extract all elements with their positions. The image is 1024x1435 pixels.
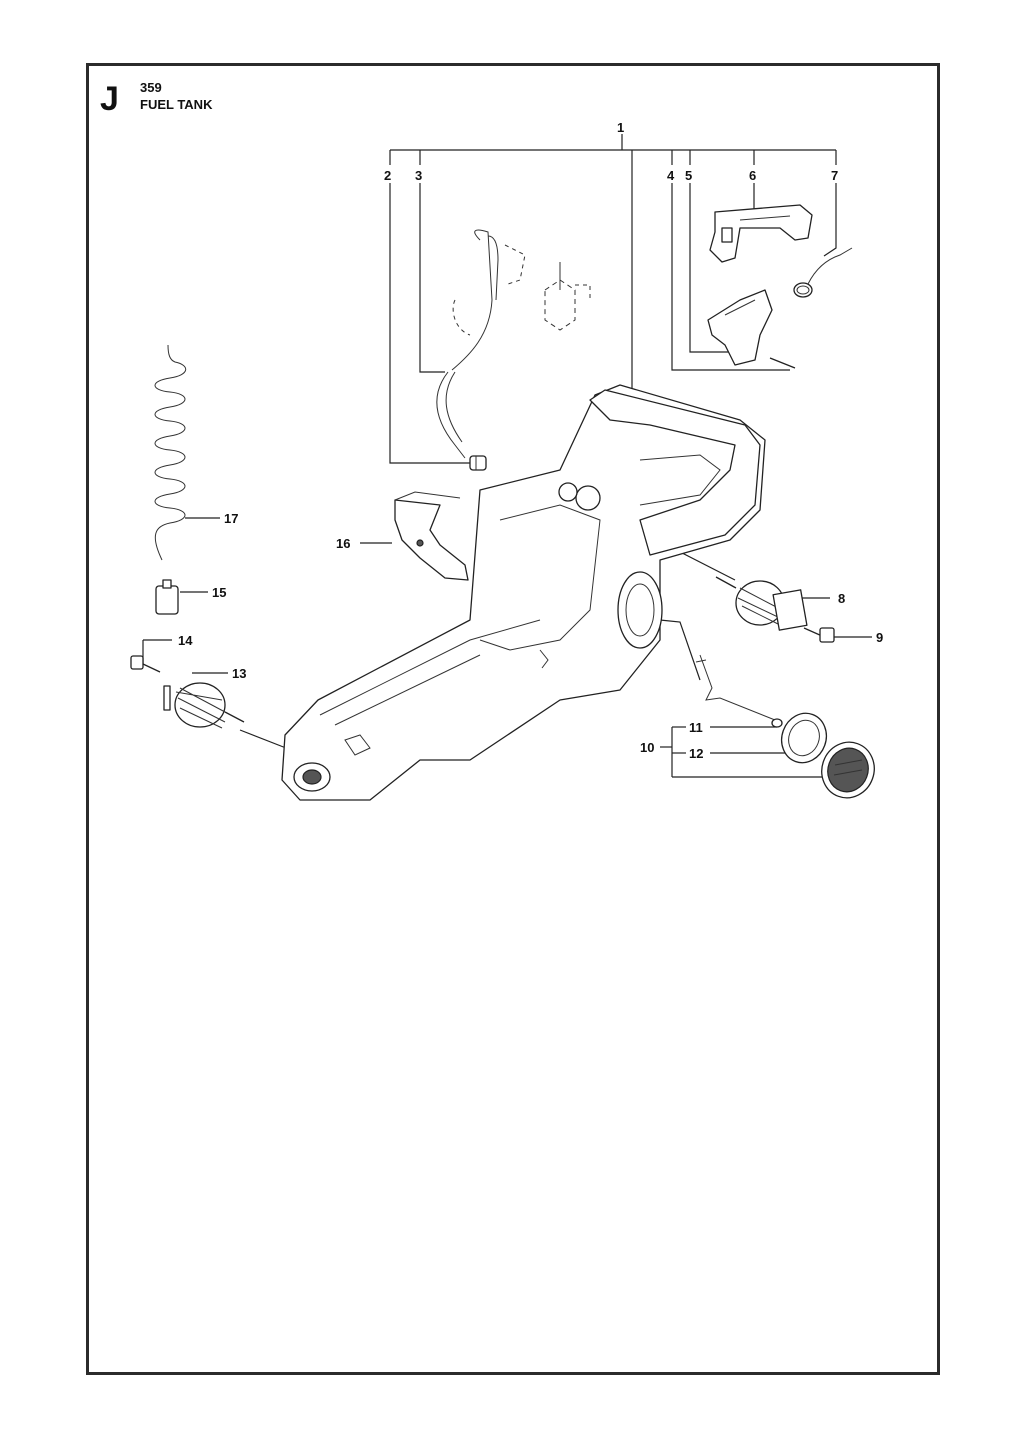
pickup-part-11 [695,654,783,728]
callout-3: 3 [415,168,422,183]
callout-15: 15 [212,585,226,600]
callout-6: 6 [749,168,756,183]
fuel-filter-part-15 [155,579,179,615]
screw-part-14 [130,655,161,673]
screw-part-9 [803,627,835,643]
section-letter: J [100,80,119,118]
hose-fitting-part-2 [469,455,487,471]
section-title: FUEL TANK [140,97,213,112]
callout-11: 11 [689,720,703,735]
callout-8: 8 [838,591,845,606]
throttle-lockout-part-5 [707,289,773,366]
callout-2: 2 [384,168,391,183]
page-frame [86,63,940,1375]
callout-17: 17 [224,511,238,526]
model-number: 359 [140,80,162,95]
fuel-hose-part-3 [436,229,526,459]
vent-bracket-sketch [544,262,591,331]
spring-part-7 [793,247,853,298]
callout-5: 5 [685,168,692,183]
callout-10: 10 [640,740,654,755]
av-spring-part-13 [163,682,245,729]
o-ring-part-12 [780,712,828,764]
fuel-cap-part-10 [821,741,875,799]
callout-7: 7 [831,168,838,183]
av-spring-part-8 [715,576,808,631]
callout-4: 4 [667,168,675,183]
throttle-trigger-part-6 [709,204,813,263]
callout-1: 1 [617,120,624,135]
coiled-hose-part-17 [154,344,187,561]
callout-12: 12 [689,746,703,761]
pin-part-4 [769,357,796,369]
damper-bracket-part-16 [394,491,469,581]
callout-13: 13 [232,666,246,681]
callout-labels: 1 2 3 4 5 6 7 8 9 10 11 12 13 14 15 16 1… [178,120,883,761]
callout-14: 14 [178,633,193,648]
callout-16: 16 [336,536,350,551]
fuel-tank-housing [281,384,766,801]
callout-9: 9 [876,630,883,645]
